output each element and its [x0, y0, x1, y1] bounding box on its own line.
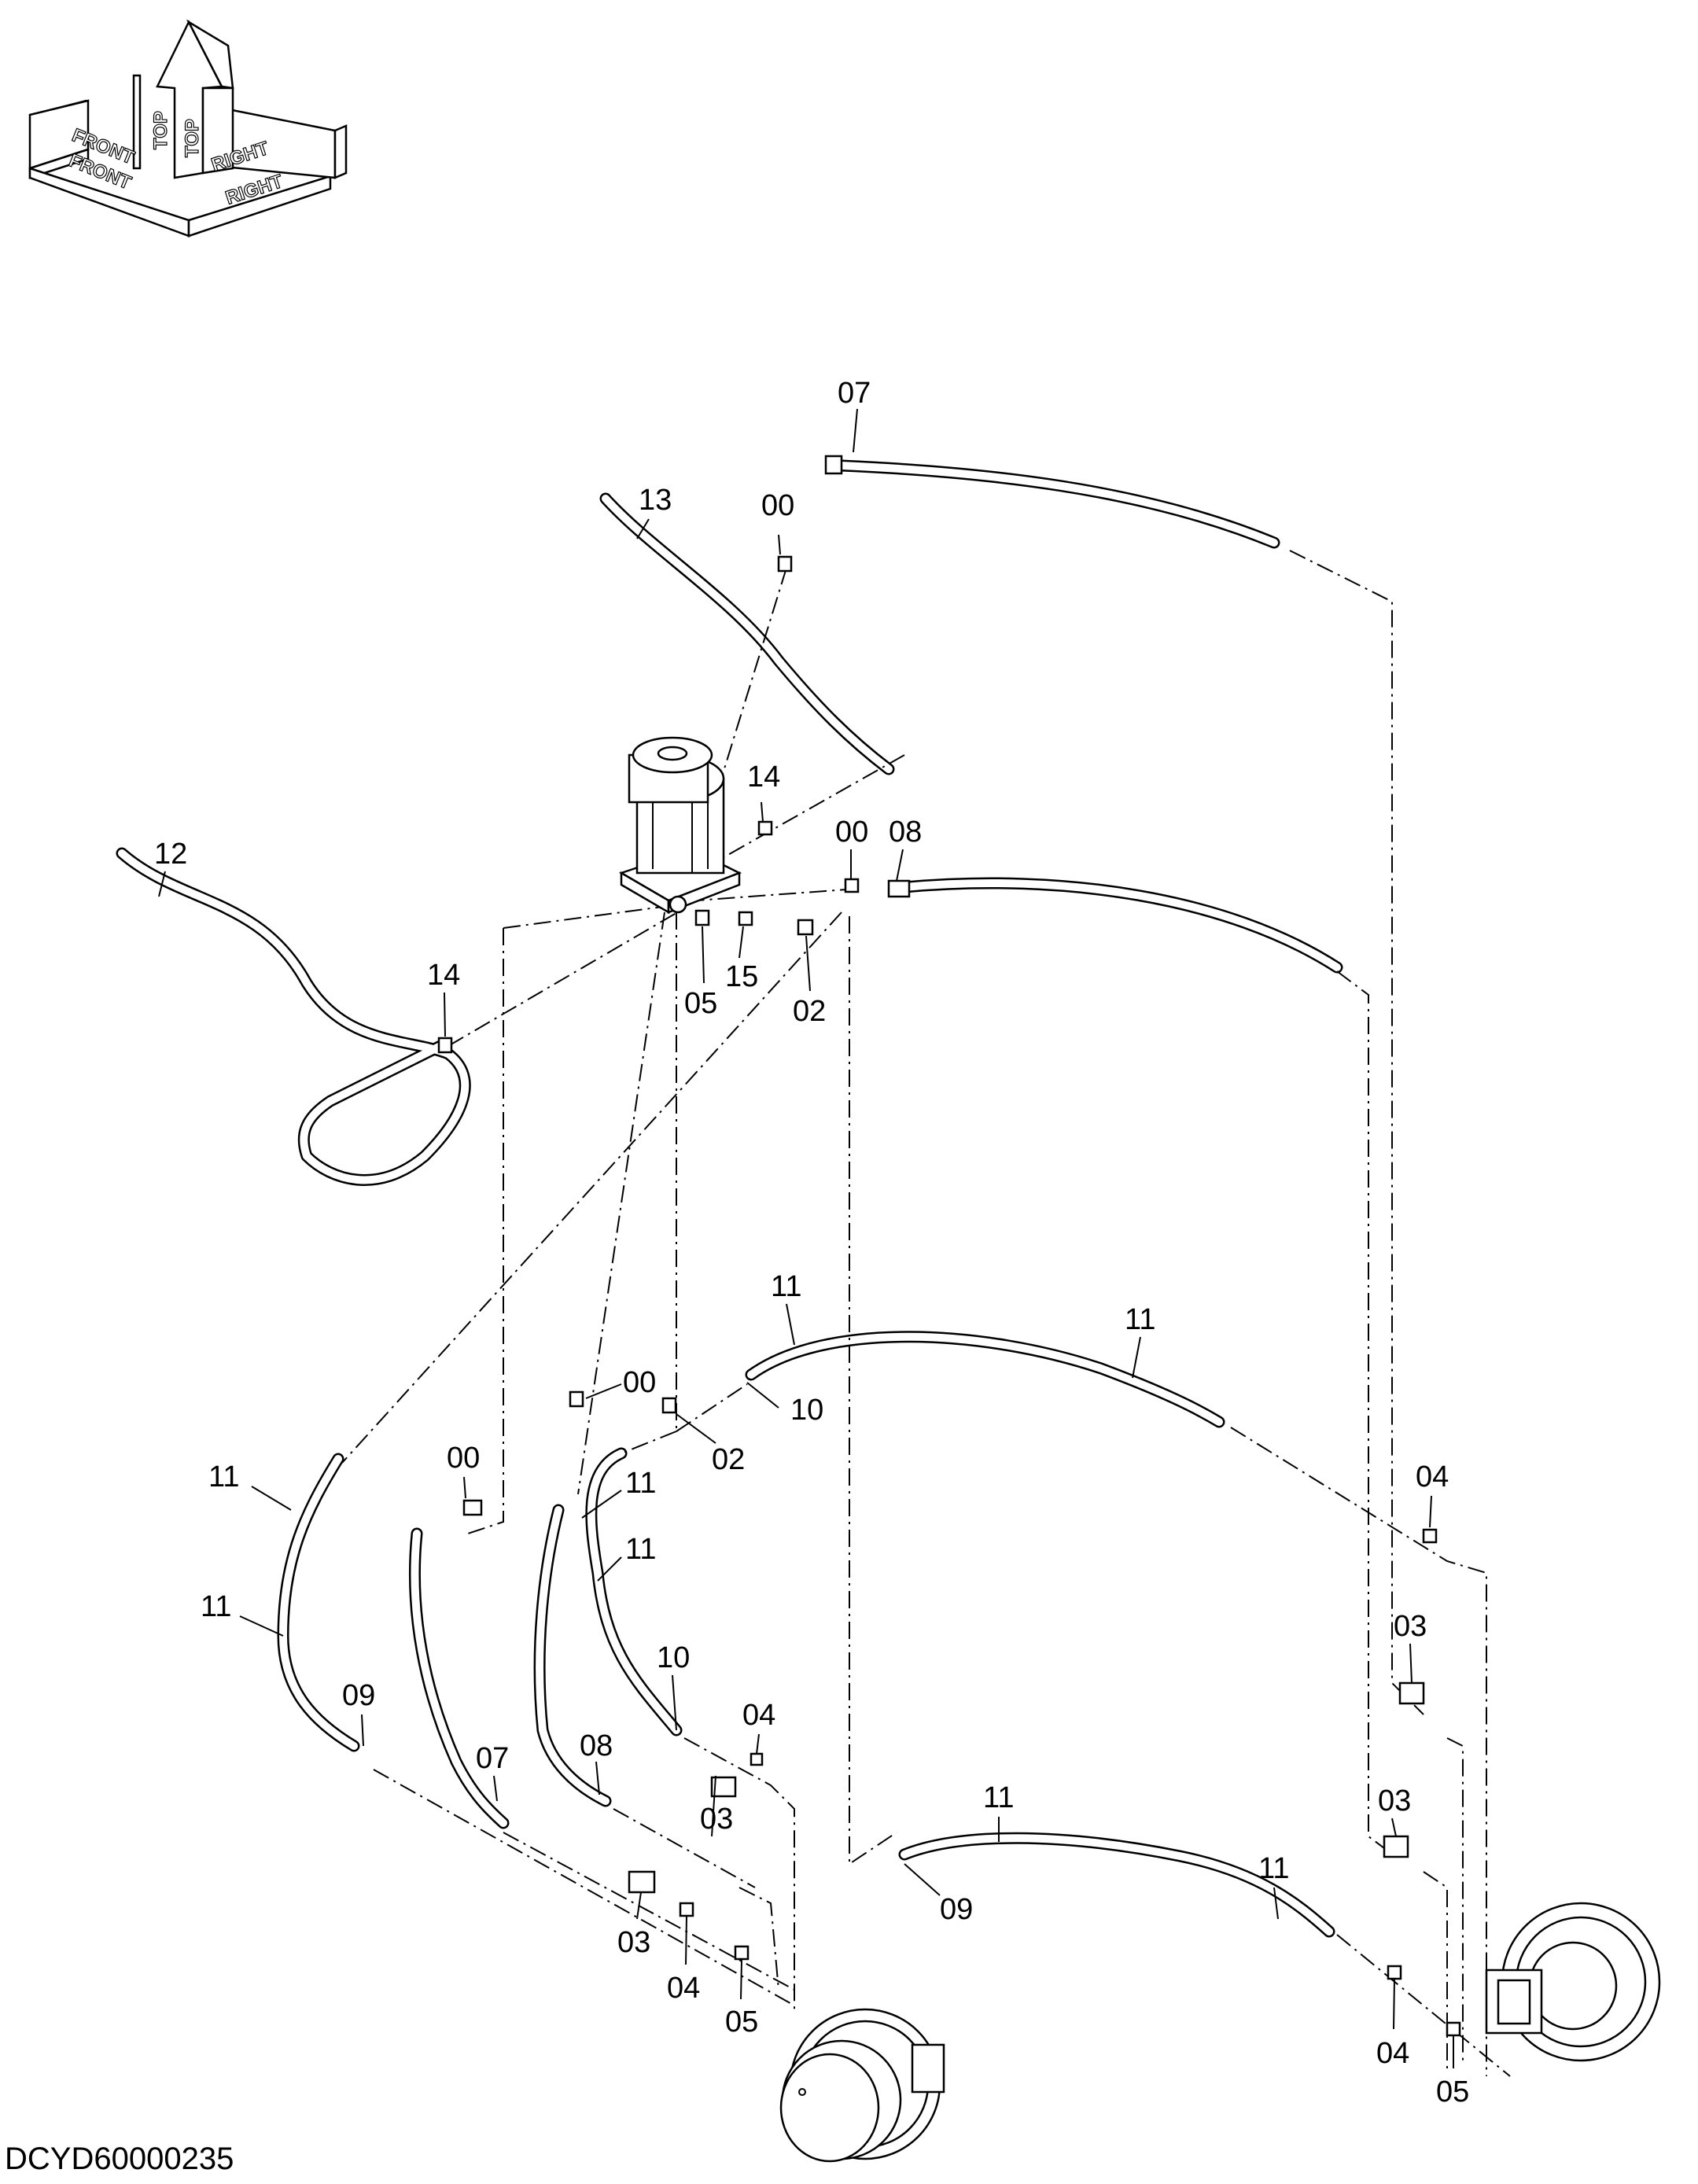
callout-11-a: 11	[771, 1270, 801, 1303]
orientation-indicator: TOP TOP FRONT FRONT RIGHT RIGHT	[28, 19, 348, 238]
hose-08-mid	[898, 877, 1343, 974]
callout-00-top: 00	[761, 489, 794, 522]
callout-10-b: 10	[657, 1641, 690, 1674]
callout-02-low: 02	[712, 1443, 745, 1476]
callout-00-low: 00	[623, 1366, 656, 1399]
callout-02-pump: 02	[793, 995, 826, 1028]
callout-05-low: 05	[725, 2005, 758, 2039]
callout-11-h: 11	[1258, 1852, 1289, 1885]
callout-11-e: 11	[625, 1533, 656, 1566]
callout-03-low: 03	[617, 1926, 650, 1959]
callout-09-left: 09	[342, 1679, 375, 1712]
callout-12: 12	[154, 838, 187, 871]
hose-07-top	[835, 459, 1280, 549]
callout-11-f: 11	[201, 1590, 231, 1623]
hose-11-upper	[745, 1331, 1225, 1428]
callout-14-upper: 14	[747, 761, 780, 794]
callout-10-a: 10	[790, 1394, 823, 1427]
callout-00-left: 00	[447, 1442, 480, 1475]
callout-03-mid: 03	[700, 1803, 733, 1836]
callout-11-c: 11	[208, 1460, 239, 1493]
callout-08-mid: 08	[889, 816, 922, 849]
callout-15: 15	[725, 960, 758, 993]
callout-07-low: 07	[476, 1742, 509, 1775]
drawing-code: DCYD60000235	[5, 2142, 234, 2176]
hose-13	[599, 492, 895, 775]
callout-04-right-low: 04	[1376, 2037, 1409, 2070]
hose-08-low	[533, 1504, 612, 1807]
callout-04-low: 04	[667, 1972, 700, 2005]
hydraulic-pump	[618, 736, 742, 915]
fittings	[437, 455, 1461, 2037]
travel-motor-left	[779, 2008, 945, 2163]
callout-08-low: 08	[580, 1729, 613, 1762]
hose-11-mid	[585, 1447, 683, 1737]
hose-07-low	[408, 1527, 510, 1829]
callout-11-g: 11	[983, 1781, 1014, 1814]
hose-12	[116, 847, 471, 1186]
callout-05-right-low: 05	[1436, 2075, 1469, 2108]
callout-09-mid: 09	[940, 1893, 973, 1926]
travel-motor-right	[1485, 1902, 1661, 2062]
top-label-1: TOP	[150, 111, 171, 149]
callout-00-mid: 00	[835, 816, 868, 849]
callout-04-mid: 04	[742, 1699, 775, 1732]
callout-04-right: 04	[1416, 1460, 1449, 1493]
leader-lines	[158, 408, 1454, 2068]
callout-05-pump: 05	[684, 987, 717, 1020]
callout-14-left: 14	[427, 959, 460, 992]
callout-13: 13	[639, 484, 672, 517]
callout-labels: 07 13 00 14 00 08 12 14 05 15 02 11 11 0…	[154, 377, 1469, 2108]
callout-11-d: 11	[625, 1467, 656, 1500]
callout-07-top: 07	[838, 377, 871, 410]
callout-03-right-a: 03	[1394, 1610, 1427, 1643]
top-label-2: TOP	[182, 119, 203, 157]
callout-03-right-b: 03	[1378, 1784, 1411, 1818]
hose-11-lower	[898, 1832, 1335, 1938]
callout-11-b: 11	[1125, 1303, 1155, 1336]
